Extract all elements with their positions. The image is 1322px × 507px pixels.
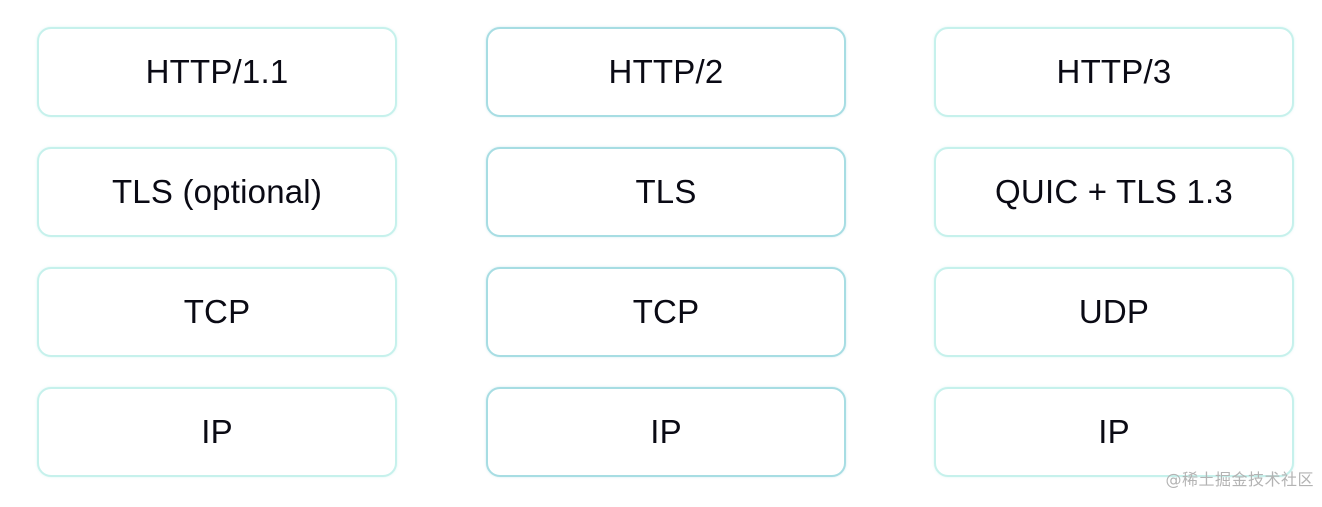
layer-label: TCP [632, 293, 700, 330]
layer-network: IP [37, 387, 397, 477]
layer-label: TCP [183, 293, 251, 330]
layer-label: UDP [1078, 293, 1150, 330]
layer-label: TLS (optional) [111, 173, 323, 210]
layer-label: HTTP/2 [608, 53, 724, 90]
watermark: @稀土掘金技术社区 [1165, 470, 1314, 489]
layer-label: IP [650, 413, 682, 450]
layer-application: HTTP/1.1 [37, 27, 397, 117]
layer-network: IP [486, 387, 846, 477]
layer-label: TLS [635, 173, 697, 210]
layer-transport: TCP [37, 267, 397, 357]
layer-network: IP [934, 387, 1294, 477]
http3-stack: HTTP/3 QUIC + TLS 1.3 UDP IP [934, 27, 1294, 507]
layer-security: TLS [486, 147, 846, 237]
layer-application: HTTP/3 [934, 27, 1294, 117]
layer-label: HTTP/3 [1056, 53, 1172, 90]
layer-label: IP [201, 413, 233, 450]
http1-1-stack: HTTP/1.1 TLS (optional) TCP IP [37, 27, 397, 507]
layer-label: IP [1098, 413, 1130, 450]
layer-transport: TCP [486, 267, 846, 357]
layer-security: TLS (optional) [37, 147, 397, 237]
layer-transport: UDP [934, 267, 1294, 357]
layer-application: HTTP/2 [486, 27, 846, 117]
http2-stack: HTTP/2 TLS TCP IP [486, 27, 846, 507]
layer-security: QUIC + TLS 1.3 [934, 147, 1294, 237]
layer-label: QUIC + TLS 1.3 [995, 173, 1233, 210]
layer-label: HTTP/1.1 [145, 53, 289, 90]
